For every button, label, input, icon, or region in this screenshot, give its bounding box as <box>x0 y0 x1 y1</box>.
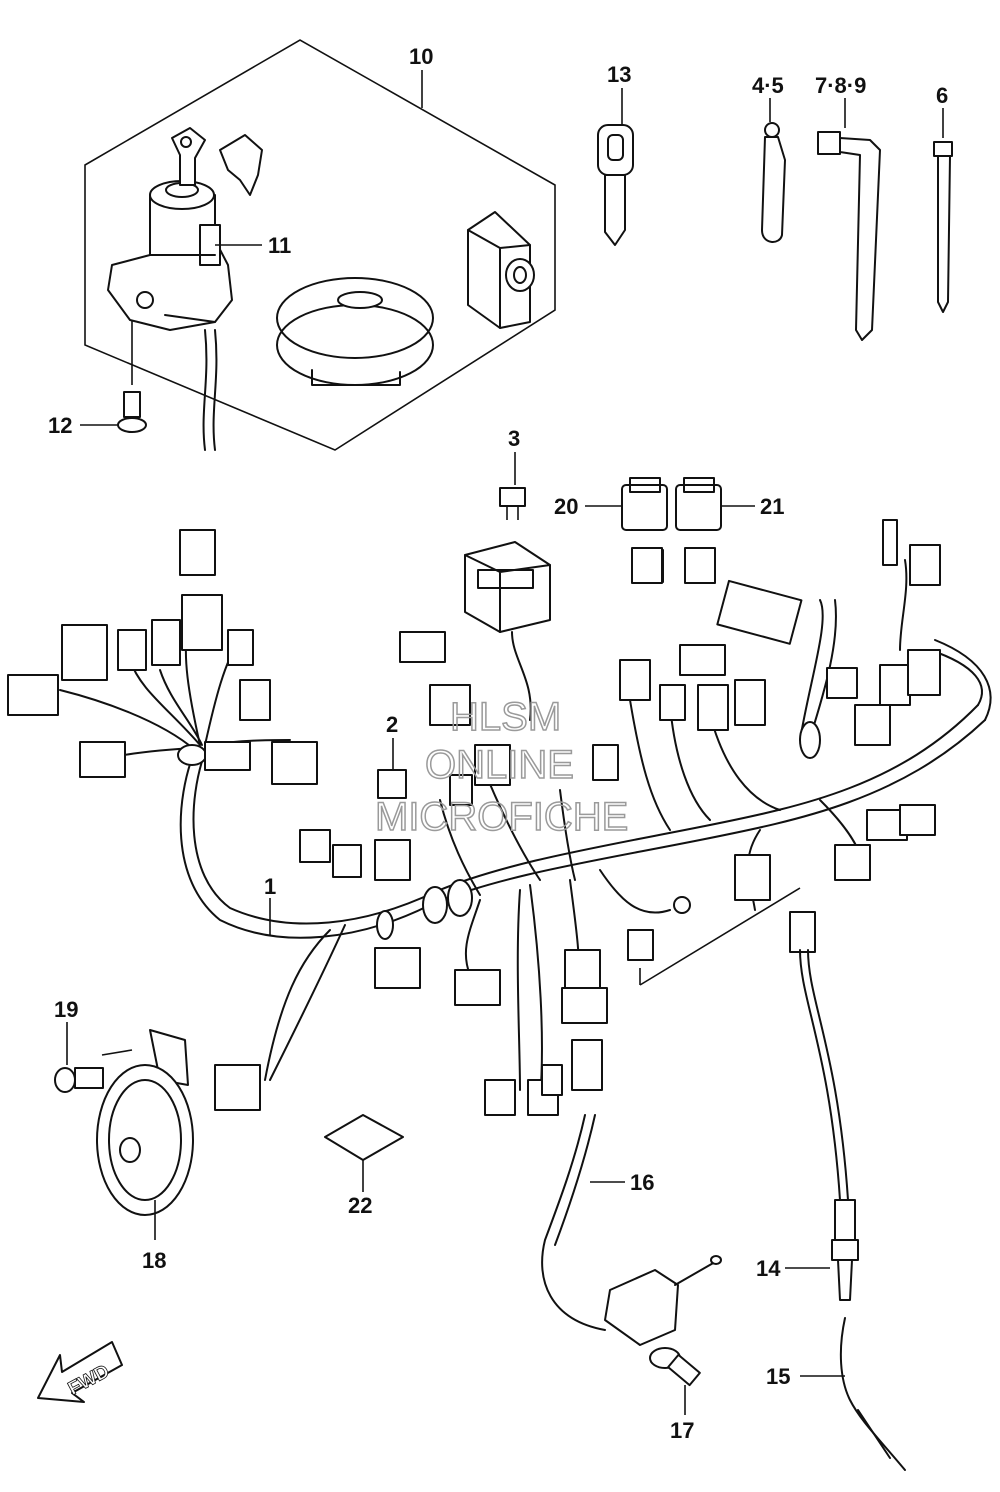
callout-14: 14 <box>756 1256 781 1281</box>
horn-18 <box>96 1029 194 1240</box>
callout-3: 3 <box>508 426 520 451</box>
callout-20: 20 <box>554 494 578 519</box>
main-wiring-harness <box>59 559 992 1101</box>
bolt-19 <box>54 1022 104 1093</box>
callout-10: 10 <box>409 44 433 69</box>
seat-lock <box>467 211 535 329</box>
fwd-arrow-icon: FWD <box>37 1341 123 1403</box>
callout-12: 12 <box>48 413 72 438</box>
callout-21: 21 <box>760 494 784 519</box>
callout-6: 6 <box>936 83 948 108</box>
clamp-4-5 <box>761 98 786 243</box>
fuse-3 <box>499 452 526 520</box>
watermark-line-1: HLSM <box>450 695 561 739</box>
callout-1: 1 <box>264 874 276 899</box>
watermark-line-3: MICROFICHE <box>375 795 628 839</box>
fuel-tank-cap <box>276 277 434 386</box>
callout-22: 22 <box>348 1193 372 1218</box>
reference-lines <box>639 887 801 986</box>
key-13 <box>597 88 634 246</box>
callout-2: 2 <box>386 712 398 737</box>
lock-set-group-outline <box>84 39 556 451</box>
cable-tie-6 <box>933 108 953 313</box>
screw-12 <box>80 391 147 433</box>
bolt-17 <box>649 1347 701 1415</box>
callout-labels: 1 2 3 4·5 6 7·8·9 10 11 12 13 14 15 16 1… <box>48 44 948 1443</box>
sensor-14 <box>785 949 859 1301</box>
label-22 <box>324 1114 404 1192</box>
callout-13: 13 <box>607 62 631 87</box>
watermark: HLSM ONLINE MICROFICHE <box>374 694 629 840</box>
callout-4-5: 4·5 <box>752 73 784 98</box>
callout-11: 11 <box>268 233 291 258</box>
ignition-switch <box>107 127 263 451</box>
switch-16 <box>541 1114 722 1346</box>
callout-15: 15 <box>766 1364 790 1389</box>
fuse-box <box>464 541 551 721</box>
callout-17: 17 <box>670 1418 694 1443</box>
watermark-line-2: ONLINE <box>425 743 574 787</box>
callout-19: 19 <box>54 997 78 1022</box>
callout-16: 16 <box>630 1170 654 1195</box>
cable-tie-7-8-9 <box>817 98 881 341</box>
callout-18: 18 <box>142 1248 166 1273</box>
harness-connectors <box>7 519 941 1116</box>
cable-15 <box>800 1317 906 1471</box>
callout-7-8-9: 7·8·9 <box>815 73 866 98</box>
